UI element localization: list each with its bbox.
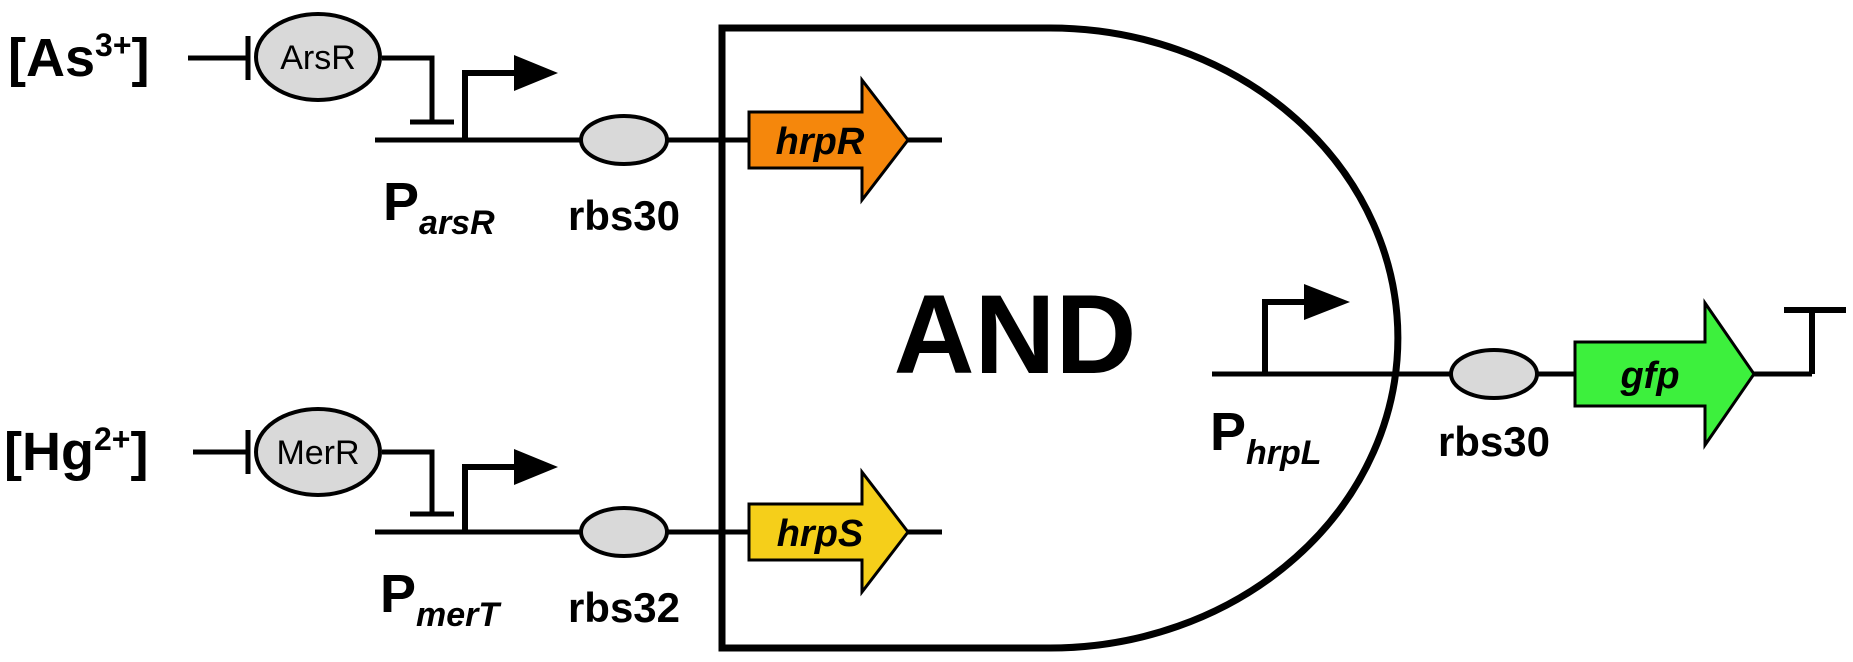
output-rbs xyxy=(1449,348,1539,400)
pmert-promoter-arrow xyxy=(462,464,518,532)
and-gate-outline xyxy=(718,24,1402,652)
arsr-repression-arm xyxy=(382,55,435,122)
phrpl-promoter-arrow xyxy=(1262,299,1308,374)
arsr-protein-label: ArsR xyxy=(280,39,356,77)
output-module: PhrpL rbs30 gfp xyxy=(1210,284,1846,472)
arsenic-ion-label: [As3+] xyxy=(8,27,149,88)
gfp-gene-arrow xyxy=(1573,298,1756,450)
mercury-ion-label: [Hg2+] xyxy=(4,421,148,482)
input1-rbs xyxy=(579,114,669,166)
merr-protein xyxy=(254,407,382,497)
parsr-promoter-label: ParsR xyxy=(383,172,495,242)
gfp-gene-label: gfp xyxy=(1619,355,1679,397)
parsr-promoter-arrowhead xyxy=(514,55,558,91)
and-gate-label: AND xyxy=(894,272,1137,397)
input2-rbs-label: rbs32 xyxy=(568,584,680,631)
input2-rbs xyxy=(579,506,669,558)
input-arsenic-module: [As3+] ArsR hrpR ParsR rbs30 xyxy=(8,12,942,242)
phrpl-promoter-arrowhead xyxy=(1304,284,1350,320)
hrps-gene-label: hrpS xyxy=(777,513,864,555)
pmert-promoter-arrowhead xyxy=(514,449,558,485)
phrpl-promoter-label: PhrpL xyxy=(1210,402,1322,472)
merr-protein-label: MerR xyxy=(276,434,359,472)
hrps-gene-arrow xyxy=(747,467,910,597)
arsr-protein xyxy=(254,12,382,102)
input1-rbs-label: rbs30 xyxy=(568,192,680,239)
merr-repression-arm xyxy=(382,449,435,514)
parsr-promoter-arrow xyxy=(462,70,518,140)
input-mercury-module: [Hg2+] MerR hrpS PmerT rbs32 xyxy=(4,407,942,634)
hrpr-gene-arrow xyxy=(747,75,910,205)
terminator-symbol xyxy=(1784,307,1846,374)
output-rbs-label: rbs30 xyxy=(1438,418,1550,465)
pmert-promoter-label: PmerT xyxy=(380,564,502,634)
hrpr-gene-label: hrpR xyxy=(776,121,865,163)
